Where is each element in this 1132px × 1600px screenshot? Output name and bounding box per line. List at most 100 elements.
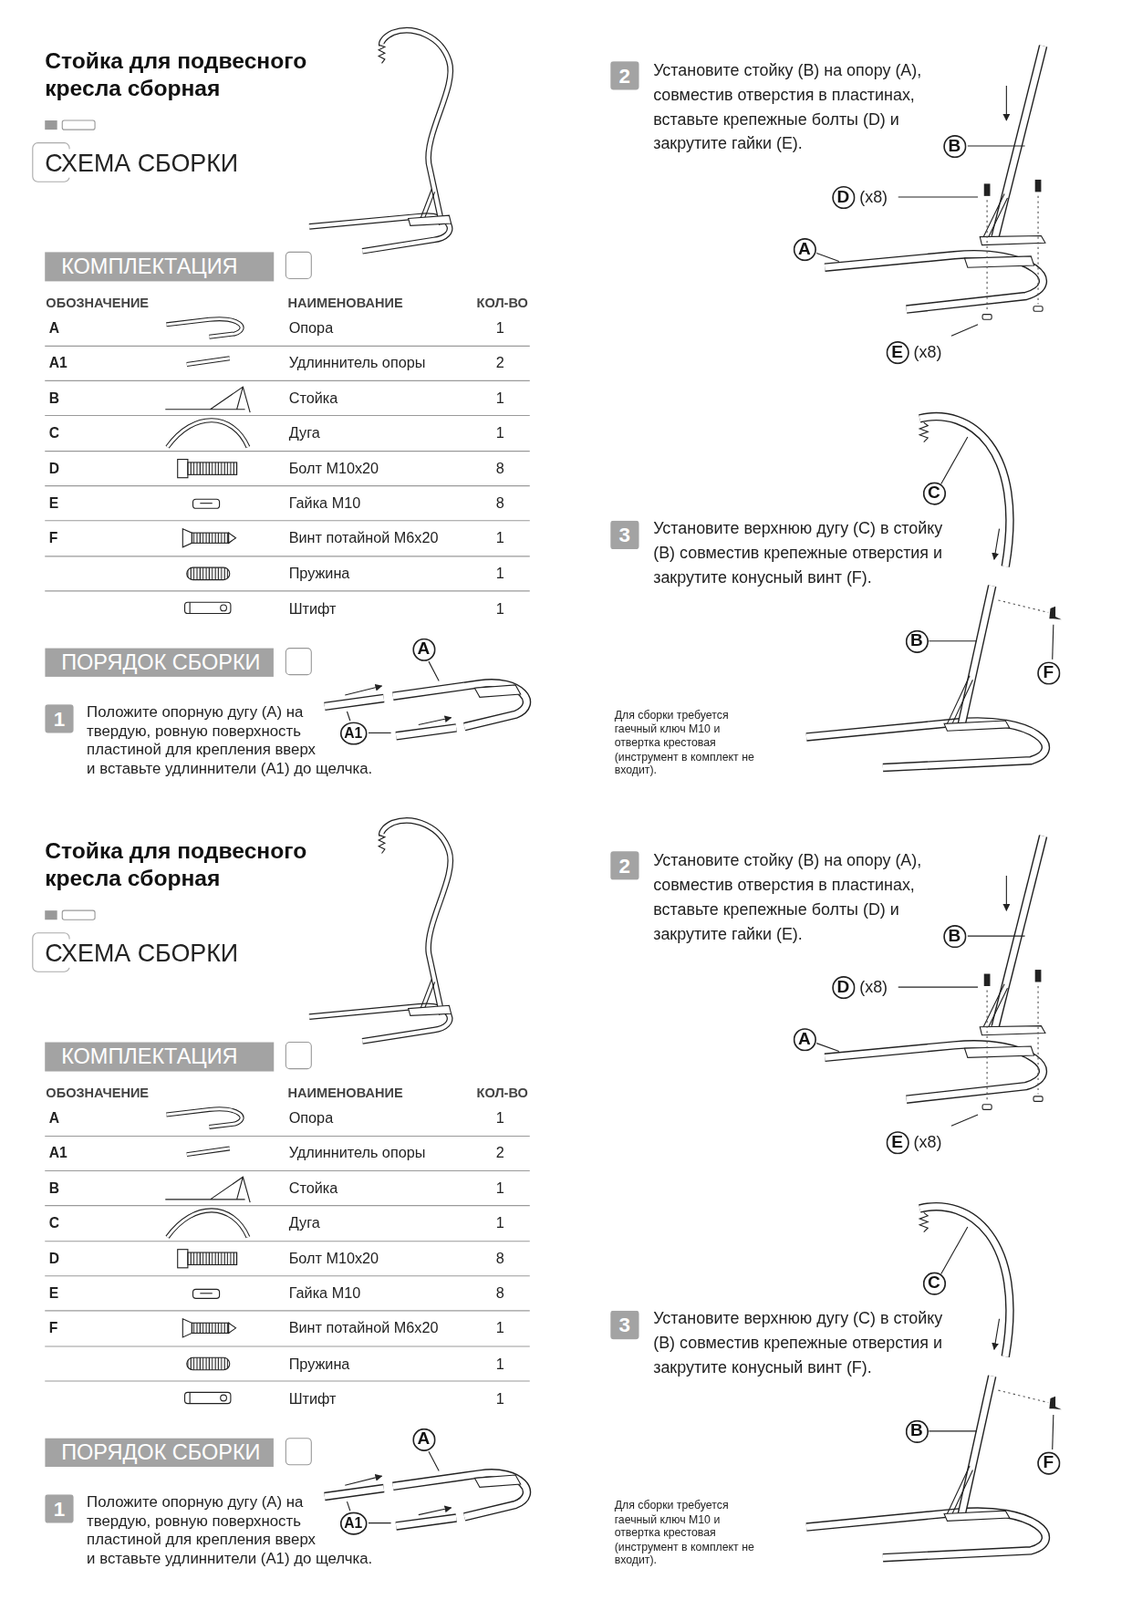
node-text: A (798, 1028, 811, 1049)
part-code: B (49, 389, 60, 406)
scheme-heading: СХЕМА СБОРКИ (44, 148, 239, 177)
insert-arrow (418, 717, 452, 726)
callout-circle (340, 722, 366, 744)
label-box: C (49, 424, 60, 443)
part-code: B (49, 1179, 60, 1196)
section-band: ПОРЯДОК СБОРКИ (44, 648, 274, 677)
table-rule (44, 345, 530, 347)
deco-box (285, 251, 312, 279)
part-code: D (49, 1249, 60, 1267)
label-box: 1 (489, 424, 510, 443)
leader-line (928, 640, 977, 642)
extension-tube (395, 727, 457, 737)
part-code: F (49, 529, 59, 547)
step-number: 1 (44, 1494, 73, 1523)
part-code: F (49, 1319, 59, 1337)
label-box: 1 (489, 599, 510, 618)
label-box: 1 (489, 1354, 510, 1373)
support-base (806, 721, 1046, 769)
label-box: ОБОЗНАЧЕНИЕ (45, 294, 149, 312)
callout-circle (793, 238, 815, 260)
label-box: Опора (289, 318, 333, 337)
support-base (806, 721, 1046, 769)
leader-line (941, 436, 968, 484)
post-brace (945, 675, 973, 727)
quantity: 1 (496, 529, 505, 547)
icon-extension (186, 358, 230, 365)
label-box: A (49, 1108, 60, 1127)
label-box: НАИМЕНОВАНИЕ (288, 294, 404, 312)
callout-letter: D (830, 975, 855, 999)
bolt (984, 183, 991, 196)
node-text: E (891, 1132, 904, 1153)
quantity: 1 (496, 1215, 505, 1232)
title-box: Стойка для подвесного кресла сборная (44, 46, 352, 102)
post-plate (944, 720, 1010, 731)
column-header: ОБОЗНАЧЕНИЕ (45, 1085, 149, 1101)
callout-letter: A1 (339, 1511, 367, 1536)
icon-base (166, 319, 242, 338)
callout-letter: A (412, 1427, 437, 1452)
icon-screw-head (182, 529, 192, 548)
node-text: ПОРЯДОК СБОРКИ (61, 1440, 260, 1465)
label-box: (x8) (913, 342, 943, 362)
part-name: Винт потайной М6x20 (289, 1319, 439, 1337)
label-box: Положите опорную дугу (A) на твердую, ро… (86, 1492, 549, 1569)
extension-tube (395, 727, 457, 737)
callout-letter: B (942, 134, 966, 158)
label-box: F (49, 529, 59, 548)
column-header: ОБОЗНАЧЕНИЕ (45, 294, 149, 311)
nut (982, 314, 992, 321)
node-text: C (927, 482, 941, 503)
part-code: E (49, 495, 59, 512)
upper-arc (919, 416, 1010, 567)
node-text: A (417, 1429, 431, 1450)
label-box: 1 (489, 529, 510, 548)
icon-screw-body (191, 532, 229, 543)
callout-circle (886, 1131, 908, 1153)
callout-letter: A (412, 637, 437, 662)
node-text: B (910, 1421, 924, 1442)
callout-letter: A (792, 237, 817, 261)
label-box: 1 (489, 1108, 510, 1127)
label-box: E (49, 1284, 59, 1303)
quantity-note: (x8) (913, 1132, 943, 1151)
quantity: 1 (496, 1390, 505, 1407)
step-number: 3 (610, 520, 639, 550)
node-text: D (836, 186, 850, 208)
part-code: A (49, 319, 60, 336)
label-box: Стойка для подвесного кресла сборная (44, 837, 352, 893)
callout-letter: C (922, 1271, 946, 1296)
callout-letter: B (904, 1419, 929, 1444)
label-box: 1 (489, 564, 510, 583)
guide-line (986, 199, 988, 312)
part-name: Штифт (289, 600, 337, 617)
quantity: 8 (496, 495, 505, 512)
quantity-note: (x8) (913, 342, 943, 361)
callout-circle (886, 341, 908, 363)
quantity: 1 (496, 1109, 505, 1126)
callout-circle (832, 976, 854, 997)
label-box: Дуга (289, 1214, 321, 1233)
quantity: 1 (496, 565, 505, 582)
node-text: B (910, 631, 924, 652)
part-name: Дуга (289, 1215, 321, 1232)
icon-pin (185, 602, 231, 613)
column-header: КОЛ-ВО (477, 1085, 529, 1101)
node-text: B (947, 925, 961, 946)
label-box: Установите стойку (B) на опору (A), совм… (653, 58, 960, 156)
table-rule (44, 380, 530, 382)
callout-letter: A (792, 1027, 817, 1051)
icon-pin-hole (220, 604, 228, 612)
callout-letter: F (1036, 1451, 1060, 1475)
callout-letter: B (904, 629, 929, 654)
table-rule (44, 415, 530, 416)
part-code: C (49, 425, 60, 442)
quantity-note: (x8) (859, 187, 888, 206)
part-code: E (49, 1285, 59, 1302)
node-text: F (1042, 1452, 1054, 1473)
support-base (393, 683, 528, 727)
callout-letter: E (885, 1130, 910, 1154)
label-box: Удлиннитель опоры (289, 353, 426, 373)
callout-circle (905, 1420, 927, 1442)
